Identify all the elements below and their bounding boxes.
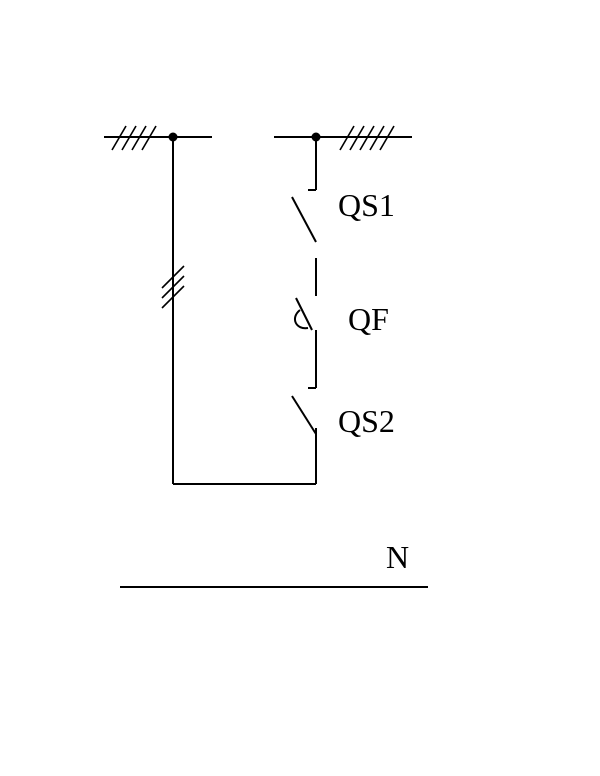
right-busbar-hatch [339, 125, 395, 151]
bypass-conductor-hatch [161, 265, 185, 309]
qs1-label: QS1 [338, 187, 395, 223]
qs1-disconnector [291, 137, 317, 296]
left-busbar-hatch [111, 125, 157, 151]
bypass-conductor [161, 137, 185, 484]
right-busbar [274, 125, 412, 151]
left-busbar [104, 125, 212, 151]
neutral-label: N [386, 539, 409, 575]
qs2-disconnector [291, 395, 317, 484]
qs2-label: QS2 [338, 403, 395, 439]
qf-label: QF [348, 301, 389, 337]
qf-circuit-breaker [293, 297, 317, 389]
